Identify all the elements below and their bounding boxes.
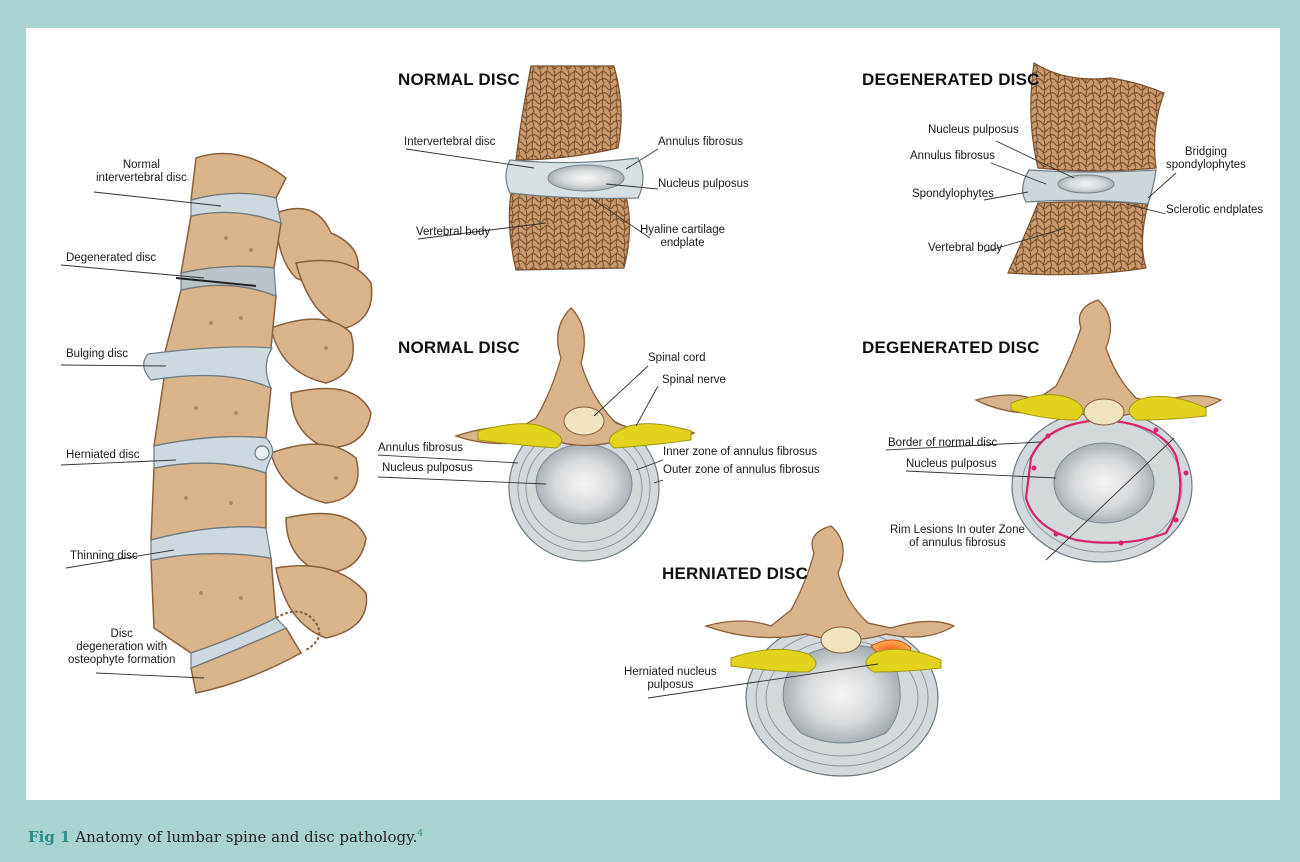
label-degenerated-disc: Degenerated disc <box>66 252 156 265</box>
label-annulus-fibrosus-lateral: Annulus fibrosus <box>658 136 743 149</box>
caption-reference: 4 <box>417 829 423 839</box>
label-spinal-nerve: Spinal nerve <box>662 374 726 387</box>
label-herniated-disc: Herniated disc <box>66 449 140 462</box>
degenerated-disc-lateral <box>984 63 1176 275</box>
label-osteophyte-formation: Disc degeneration with osteophyte format… <box>68 628 175 667</box>
label-hyaline-endplate: Hyaline cartilage endplate <box>640 224 725 250</box>
caption-text: Anatomy of lumbar spine and disc patholo… <box>71 828 418 846</box>
label-border-normal-disc: Border of normal disc <box>888 437 997 450</box>
heading-degenerated-disc-lateral: DEGENERATED DISC <box>862 70 1040 90</box>
normal-disc-lateral <box>406 66 658 270</box>
heading-degenerated-disc-axial: DEGENERATED DISC <box>862 338 1040 358</box>
heading-normal-disc-lateral: NORMAL DISC <box>398 70 520 90</box>
label-normal-intervertebral-disc: Normal intervertebral disc <box>96 159 187 185</box>
caption-fig-number: Fig 1 <box>28 828 71 846</box>
label-spinal-cord: Spinal cord <box>648 352 706 365</box>
heading-normal-disc-axial: NORMAL DISC <box>398 338 520 358</box>
label-nucleus-pulposus-degenerated: Nucleus pulposus <box>928 124 1019 137</box>
label-bridging-spondylophytes: Bridging spondylophytes <box>1166 146 1246 172</box>
label-herniated-nucleus: Herniated nucleus pulposus <box>624 666 717 692</box>
label-spondylophytes: Spondylophytes <box>912 188 994 201</box>
label-annulus-fibrosus-degenerated: Annulus fibrosus <box>910 150 995 163</box>
figure-panel: NORMAL DISC DEGENERATED DISC NORMAL DISC… <box>26 28 1280 800</box>
label-outer-zone: Outer zone of annulus fibrosus <box>663 464 820 477</box>
label-inner-zone: Inner zone of annulus fibrosus <box>663 446 817 459</box>
label-thinning-disc: Thinning disc <box>70 550 138 563</box>
heading-herniated-disc: HERNIATED DISC <box>662 564 808 584</box>
label-rim-lesions: Rim Lesions In outer Zone of annulus fib… <box>890 524 1025 550</box>
label-nucleus-pulposus-lateral: Nucleus pulposus <box>658 178 749 191</box>
label-annulus-fibrosus-axial: Annulus fibrosus <box>378 442 463 455</box>
label-bulging-disc: Bulging disc <box>66 348 128 361</box>
label-nucleus-pulposus-axial: Nucleus pulposus <box>382 462 473 475</box>
lumbar-spine-lateral <box>61 154 372 694</box>
label-nucleus-pulposus-degenerated-axial: Nucleus pulposus <box>906 458 997 471</box>
label-intervertebral-disc: Intervertebral disc <box>404 136 495 149</box>
figure-caption: Fig 1 Anatomy of lumbar spine and disc p… <box>28 828 423 846</box>
label-vertebral-body: Vertebral body <box>416 226 490 239</box>
label-vertebral-body-degenerated: Vertebral body <box>928 242 1002 255</box>
label-sclerotic-endplates: Sclerotic endplates <box>1166 204 1263 217</box>
